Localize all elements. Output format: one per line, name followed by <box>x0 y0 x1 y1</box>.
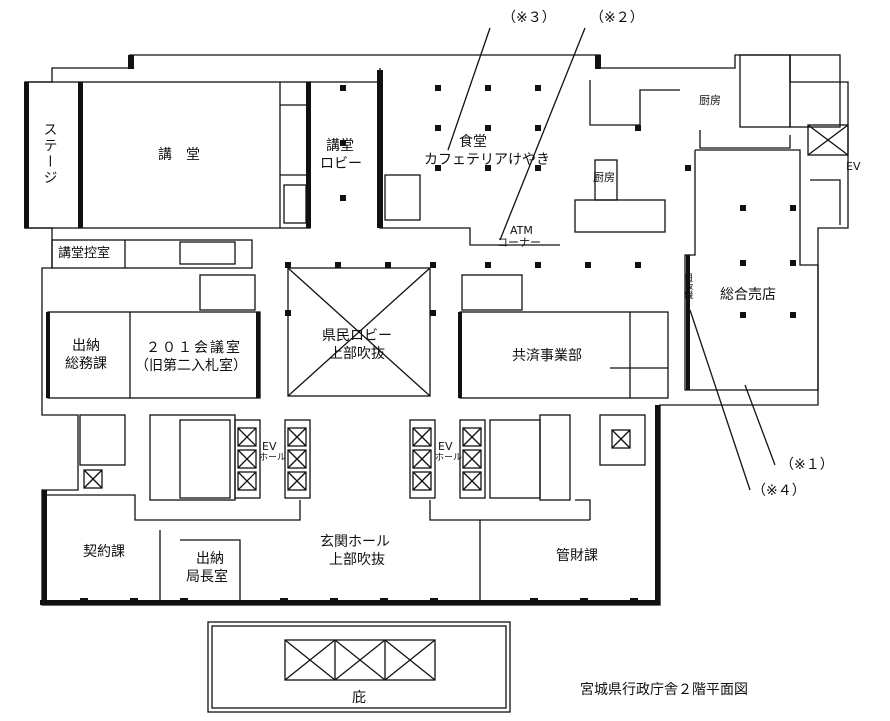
label-auditorium-lobby-2: ロビー <box>320 156 362 172</box>
note-3: （※３） <box>502 10 556 26</box>
label-ev-hall-right-1: EV <box>438 440 453 453</box>
label-stage: ステージ <box>41 122 58 186</box>
label-canopy: 庇 <box>352 690 366 706</box>
leader-note-4 <box>689 309 751 491</box>
label-ev-hall-left-1: EV <box>262 440 277 453</box>
label-treasury-general-1: 出納 <box>72 338 100 354</box>
label-auditorium-waiting: 講堂控室 <box>58 246 111 261</box>
columns <box>24 55 796 605</box>
leader-note-2 <box>499 27 586 241</box>
label-lobby-void-1: 県民ロビー <box>322 328 392 344</box>
label-entrance-void-1: 玄関ホール <box>320 534 390 550</box>
leader-note-3 <box>447 27 491 151</box>
waiting-room-wall <box>51 239 253 269</box>
label-atm-2: コーナー <box>497 236 541 249</box>
label-cafeteria-2: カフェテリアけやき <box>424 152 550 168</box>
label-conf201-1: ２０１会議室 <box>146 340 242 356</box>
label-treasurer-office-1: 出納 <box>196 551 224 567</box>
label-auditorium: 講 堂 <box>158 147 200 163</box>
canopy-outline <box>207 621 511 713</box>
label-kitchen-1: 厨房 <box>699 94 721 107</box>
note-4: （※４） <box>752 483 806 499</box>
label-vending: 自販機 <box>682 272 693 299</box>
elevators-right <box>412 427 631 491</box>
lobby-void <box>287 267 431 397</box>
plan-title: 宮城県行政庁舎２階平面図 <box>580 682 748 698</box>
label-cafeteria-1: 食堂 <box>459 134 487 150</box>
label-ev-hall-right-2: ホール <box>435 453 463 463</box>
label-treasury-general-2: 総務課 <box>65 356 107 372</box>
note-1: （※１） <box>780 457 834 473</box>
label-ev-right: EV <box>846 160 861 173</box>
label-atm-1: ATM <box>510 224 533 237</box>
label-auditorium-lobby-1: 講堂 <box>326 138 354 154</box>
label-lobby-void-2: 上部吹抜 <box>329 346 385 362</box>
label-property: 管財課 <box>556 548 598 564</box>
leader-note-1 <box>744 384 776 466</box>
store-wall <box>684 149 819 391</box>
note-2: （※２） <box>590 10 644 26</box>
label-general-store: 総合売店 <box>720 287 776 303</box>
label-entrance-void-2: 上部吹抜 <box>329 552 385 568</box>
label-treasurer-office-2: 局長室 <box>186 569 228 585</box>
label-ev-hall-left-2: ホール <box>259 453 287 463</box>
outer-wall <box>24 54 849 606</box>
label-kitchen-2: 厨房 <box>593 171 615 184</box>
elevators-left <box>83 427 307 491</box>
label-contract: 契約課 <box>83 544 125 560</box>
label-mutual-aid: 共済事業部 <box>512 348 582 364</box>
label-conf201-2: （旧第二入札室） <box>135 358 247 374</box>
